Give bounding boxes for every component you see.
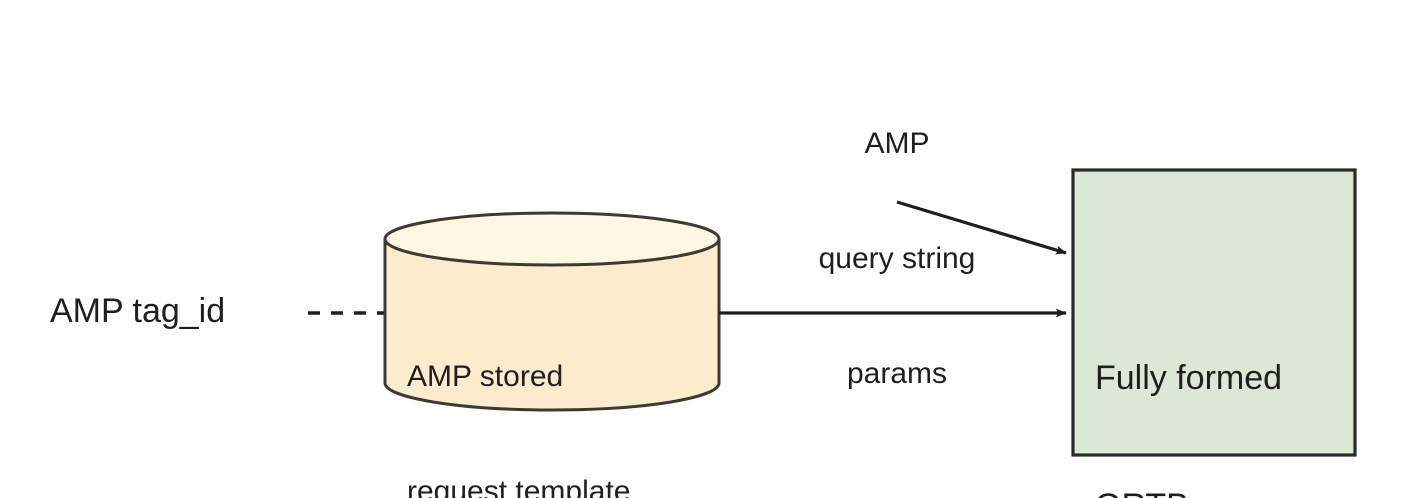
ortb-output-label: Fully formed ORTB — [1095, 272, 1282, 498]
query-params-line-3: params — [846, 357, 948, 391]
datastore-label: AMP stored request template — [407, 281, 630, 498]
query-params-annotation: AMP query string params — [797, 48, 997, 470]
query-params-line-2: query string — [818, 241, 976, 275]
datastore-cylinder-top — [383, 211, 721, 267]
query-params-line-1: AMP — [864, 126, 930, 160]
datastore-label-line-1: AMP stored — [407, 359, 564, 393]
edge-query-params-to-ortb — [896, 200, 1067, 255]
datastore-label-line-2: request template — [407, 474, 631, 498]
datastore-cylinder-body — [383, 237, 721, 412]
amp-tag-id-label: AMP tag_id — [50, 292, 226, 330]
ortb-output-box — [1071, 168, 1357, 457]
ortb-output-line-1: Fully formed — [1095, 359, 1283, 397]
ortb-output-line-2: ORTB — [1095, 485, 1282, 498]
